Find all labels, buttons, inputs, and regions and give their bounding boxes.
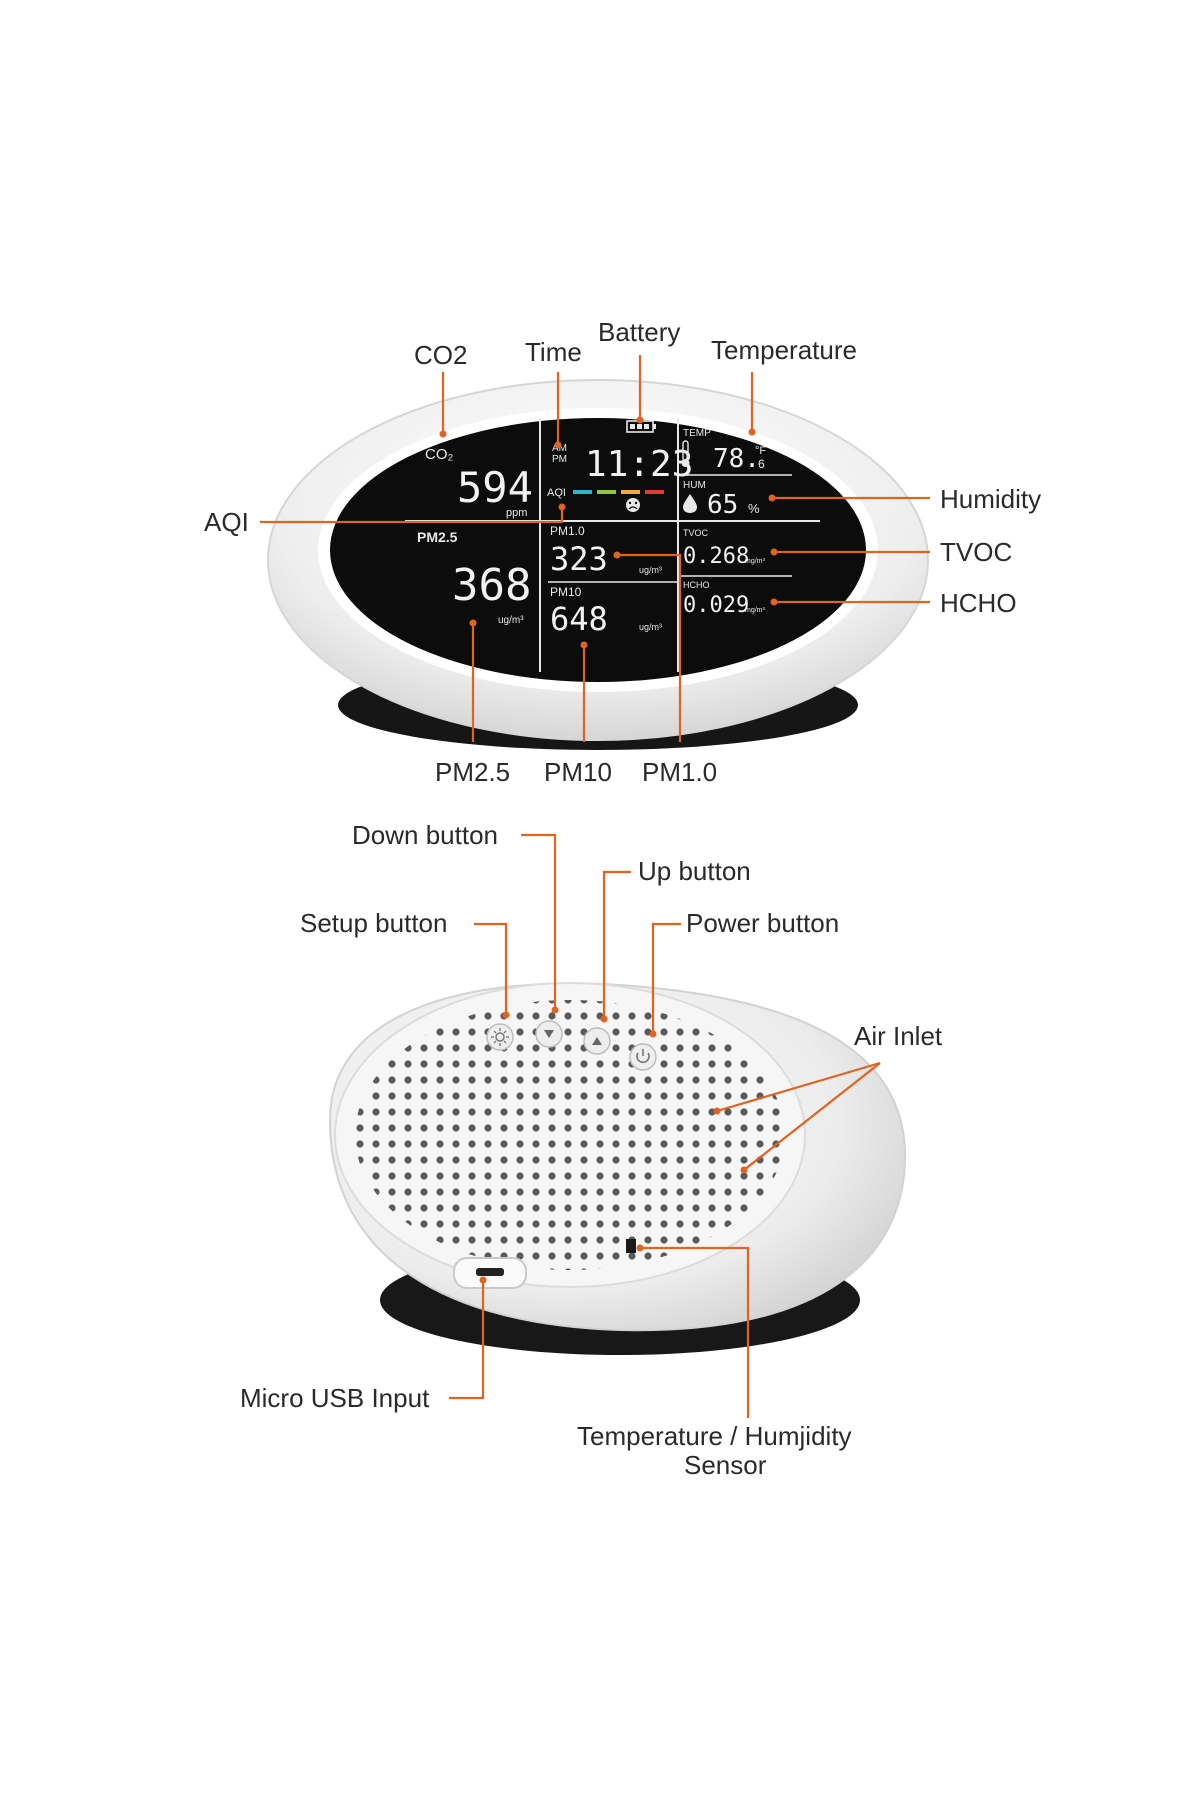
lcd-time-value: 11:23 [585,444,693,485]
lcd-tvoc-value: 0.268 [683,544,749,569]
callout-power-button: Power button [686,908,839,938]
lcd-pm1-label: PM1.0 [550,524,585,538]
leader-sensor-dot [636,1244,644,1252]
callout-humidity: Humidity [940,484,1041,514]
lcd-hum-unit: % [748,501,760,516]
callout-hcho: HCHO [940,588,1017,618]
usb-port-icon [476,1268,504,1276]
leader-aqi [260,507,564,524]
micro-usb-port[interactable] [453,1257,527,1289]
lcd-hcho-unit: mg/m³ [745,607,766,614]
setup-button[interactable] [486,1023,514,1051]
callout-co2: CO2 [414,340,467,370]
callout-aqi: AQI [204,507,249,537]
lcd-pm10-unit: ug/m³ [639,622,662,632]
lcd-tvoc-unit: mg/m³ [745,558,766,565]
leader-power-button-dot [649,1030,657,1038]
callout-pm25: PM2.5 [435,757,510,787]
lcd-screen [330,418,866,682]
leader-pm25-dot [469,619,477,627]
lcd-aqi-label: AQI [547,487,566,499]
callout-sensor-line1: Temperature / Humjidity [577,1421,852,1451]
temperature-humidity-sensor [626,1239,636,1253]
leader-pm1 [617,553,682,742]
lcd-pm-label: PM [552,454,567,465]
back-leader-lines [449,833,881,1418]
lcd-temp-decimal: 6 [758,457,765,471]
back-device [328,982,907,1355]
air-inlet-grille [355,1000,785,1270]
front-device: CO₂ 594 ppm AM PM 11:23 AQI TEMP [267,379,929,750]
lcd-hcho-value: 0.029 [683,593,749,618]
lcd-hum-value: 65 [707,490,738,520]
callout-sensor-line2: Sensor [684,1450,767,1480]
leader-hcho-dot [770,598,778,606]
lcd-tvoc-label: TVOC [683,528,709,538]
sun-icon [491,1028,509,1046]
leader-humidity-dot [768,494,776,502]
lcd-co2-value: 594 [457,463,533,512]
leader-air-inlet-2-dot [740,1166,748,1174]
leader-up-button-dot [600,1015,608,1023]
callout-pm1: PM1.0 [642,757,717,787]
leader-temperature-dot [748,428,756,436]
leader-micro-usb-dot [479,1276,487,1284]
lcd-temp-value: 78. [713,444,760,474]
callout-air-inlet: Air Inlet [854,1021,943,1051]
lcd-hum-label: HUM [683,480,706,491]
lcd-pm1-value: 323 [550,540,608,578]
leader-setup-button [474,922,508,1015]
aqi-face-icon [626,498,640,512]
leader-pm10-dot [580,641,588,649]
leader-aqi-dot [558,503,566,511]
leader-up-button [602,870,631,1019]
callout-up-button: Up button [638,856,751,886]
leader-pm1-dot [613,551,621,559]
power-icon [636,1049,650,1064]
up-button[interactable] [583,1027,611,1055]
lcd-pm25-unit: ug/m³ [498,615,524,626]
lcd-pm25-value: 368 [452,560,531,611]
front-leader-lines [260,355,930,742]
lcd-pm10-value: 648 [550,600,608,638]
callout-battery: Battery [598,317,680,347]
water-drop-icon [683,494,697,513]
leader-battery-dot [636,416,644,424]
leader-setup-button-dot [502,1011,510,1019]
leader-air-inlet-2 [743,1062,881,1171]
leader-micro-usb [449,1280,485,1400]
lcd-temp-label: TEMP [683,428,711,439]
callout-tvoc: TVOC [940,537,1012,567]
leader-power-button [651,922,681,1034]
leader-tvoc-dot [770,548,778,556]
callout-down-button: Down button [352,820,498,850]
thermometer-icon [681,440,690,467]
leader-down-button [521,833,557,1010]
callout-temperature: Temperature [711,335,857,365]
lcd-pm1-unit: ug/m³ [639,565,662,575]
lcd-hcho-label: HCHO [683,580,710,590]
callout-setup-button: Setup button [300,908,447,938]
down-button[interactable] [535,1020,563,1048]
lcd-temp-unit: °F [755,445,766,457]
lcd-pm25-label: PM2.5 [417,529,458,545]
leader-down-button-dot [551,1006,559,1014]
callout-time: Time [525,337,582,367]
leader-co2-dot [439,430,447,438]
lcd-co2-label: CO₂ [425,446,454,463]
down-arrow-icon [544,1030,554,1038]
up-arrow-icon [592,1037,602,1045]
leader-air-inlet-1-dot [713,1107,721,1115]
lcd-co2-unit: ppm [506,507,527,519]
leader-sensor [640,1246,750,1418]
callout-micro-usb: Micro USB Input [240,1383,430,1413]
leader-air-inlet-1 [716,1061,881,1113]
callout-pm10: PM10 [544,757,612,787]
power-button[interactable] [629,1043,657,1071]
leader-time-dot [554,441,562,449]
lcd-pm10-label: PM10 [550,585,582,599]
lcd-am-label: AM [552,443,567,454]
